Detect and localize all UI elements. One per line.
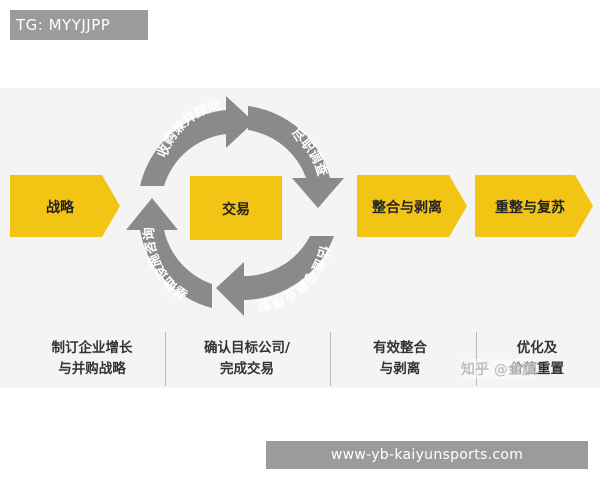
bottom-col4-line1: 优化及 bbox=[516, 340, 558, 356]
bottom-col4-line2: 价值重置 bbox=[510, 361, 564, 377]
bottom-col2-line1: 确认目标公司/ bbox=[204, 340, 290, 356]
divider-1 bbox=[165, 332, 166, 386]
top-tag: TG: MYYJJPP bbox=[10, 10, 148, 40]
cycle-arrow-right bbox=[248, 106, 344, 208]
bottom-column-3: 有效整合 与剥离 bbox=[340, 338, 460, 380]
trade-label: 交易 bbox=[222, 202, 250, 218]
bottom-column-4: 优化及 价值重置 bbox=[482, 338, 592, 380]
bottom-col3-line1: 有效整合 bbox=[373, 340, 427, 356]
restructure-label: 重整与复苏 bbox=[495, 200, 565, 216]
footer-url: www-yb-kaiyunsports.com bbox=[266, 441, 588, 469]
zhihu-watermark: 知乎 @金旗 bbox=[461, 359, 536, 379]
bottom-col3-line2: 与剥离 bbox=[379, 361, 421, 377]
cycle-arrow-bottom bbox=[216, 236, 334, 316]
divider-3 bbox=[476, 332, 477, 386]
divider-2 bbox=[330, 332, 331, 386]
integrate-label: 整合与剥离 bbox=[372, 200, 442, 216]
bottom-col1-line2: 与并购战略 bbox=[58, 361, 126, 377]
bottom-col2-line2: 完成交易 bbox=[220, 361, 274, 377]
bottom-column-1: 制订企业增长 与并购战略 bbox=[22, 338, 162, 380]
restructure-arrow bbox=[475, 175, 593, 237]
integrate-arrow bbox=[357, 175, 467, 237]
strategy-arrow bbox=[10, 175, 120, 237]
bottom-column-2: 确认目标公司/ 完成交易 bbox=[172, 338, 322, 380]
bottom-col1-line1: 制订企业增长 bbox=[51, 340, 133, 356]
trade-box bbox=[190, 176, 282, 240]
cycle-arrow-top bbox=[140, 96, 254, 186]
strategy-label: 战略 bbox=[46, 200, 74, 216]
cycle-arrow-left bbox=[126, 198, 212, 308]
